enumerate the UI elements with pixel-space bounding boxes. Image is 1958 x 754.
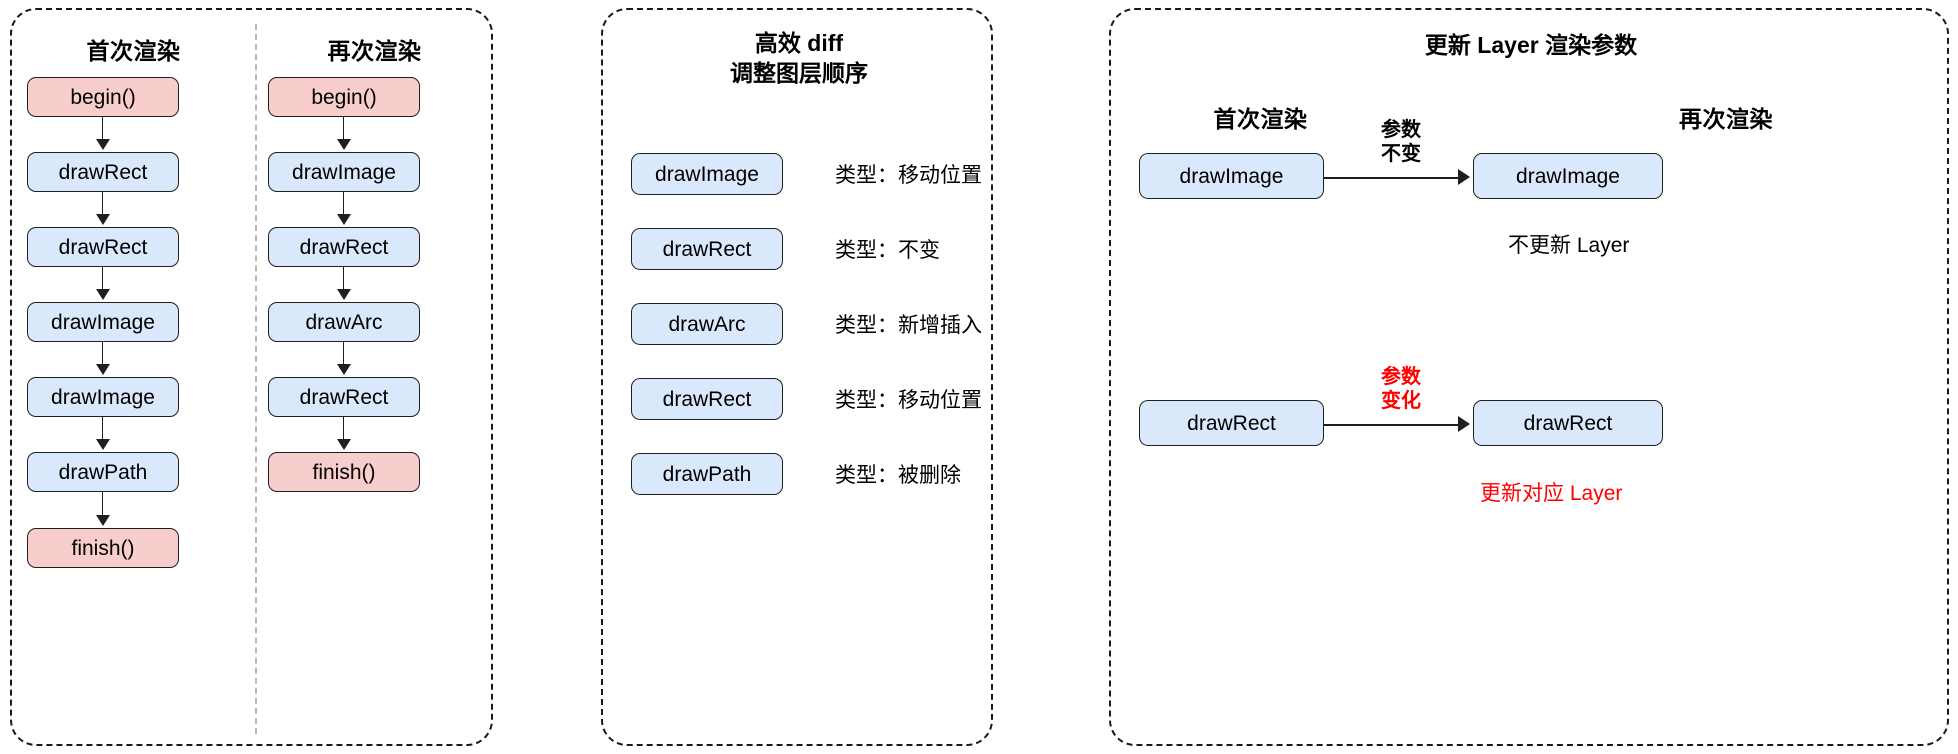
connector-arrowhead bbox=[337, 364, 351, 375]
diff-node-drawpath[interactable]: drawPath bbox=[631, 453, 783, 495]
connector-arrowhead bbox=[96, 214, 110, 225]
pair1-connector-line bbox=[1324, 177, 1460, 179]
connector-arrowhead bbox=[337, 289, 351, 300]
node-first-drawpath[interactable]: drawPath bbox=[27, 452, 179, 492]
pair2-right-node[interactable]: drawRect bbox=[1473, 400, 1663, 446]
panel-mid-title-line2: 调整图层顺序 bbox=[730, 60, 868, 87]
pair2-connector-arrowhead bbox=[1458, 416, 1470, 432]
panel-right-title: 更新 Layer 渲染参数 bbox=[1424, 32, 1638, 58]
connector-arrowhead bbox=[96, 439, 110, 450]
connector-line bbox=[343, 417, 344, 441]
node-first-drawrect-2[interactable]: drawRect bbox=[27, 227, 179, 267]
node-first-drawimage-2[interactable]: drawImage bbox=[27, 377, 179, 417]
pair1-edge-label-line1: 参数 bbox=[1381, 119, 1421, 141]
panel-update-layer-params: 更新 Layer 渲染参数 首次渲染 再次渲染 drawImage 参数 不变 … bbox=[1109, 8, 1949, 746]
diff-node-drawrect-1[interactable]: drawRect bbox=[631, 228, 783, 270]
diff-node-drawimage[interactable]: drawImage bbox=[631, 153, 783, 195]
panel-mid-title: 高效 diff 调整图层顺序 bbox=[603, 28, 995, 89]
diff-type-drawpath: 类型：被删除 bbox=[835, 464, 961, 487]
pair1-note: 不更新 Layer bbox=[1508, 234, 1630, 257]
connector-line bbox=[343, 192, 344, 216]
connector-arrowhead bbox=[96, 289, 110, 300]
pair1-edge-label: 参数 不变 bbox=[1361, 118, 1441, 167]
diff-type-drawarc: 类型：新增插入 bbox=[835, 314, 982, 337]
connector-arrowhead bbox=[337, 214, 351, 225]
diff-type-drawimage: 类型：移动位置 bbox=[835, 164, 982, 187]
pair1-connector-arrowhead bbox=[1458, 169, 1470, 185]
connector-line bbox=[102, 417, 103, 441]
connector-line bbox=[102, 342, 103, 366]
connector-arrowhead bbox=[96, 515, 110, 526]
right-column-title-first-render: 首次渲染 bbox=[1213, 106, 1308, 132]
connector-line bbox=[102, 192, 103, 216]
node-second-drawrect-1[interactable]: drawRect bbox=[268, 227, 420, 267]
connector-arrowhead bbox=[96, 139, 110, 150]
pair1-right-node[interactable]: drawImage bbox=[1473, 153, 1663, 199]
connector-line bbox=[343, 342, 344, 366]
pair2-edge-label-line1: 参数 bbox=[1381, 366, 1421, 388]
connector-line bbox=[102, 117, 103, 141]
pair2-left-node[interactable]: drawRect bbox=[1139, 400, 1324, 446]
diff-node-drawrect-2[interactable]: drawRect bbox=[631, 378, 783, 420]
node-second-drawimage[interactable]: drawImage bbox=[268, 152, 420, 192]
panel-render-sequences: 首次渲染 再次渲染 begin() drawRect drawRect draw… bbox=[10, 8, 493, 746]
pair2-note: 更新对应 Layer bbox=[1480, 482, 1623, 505]
node-first-drawimage-1[interactable]: drawImage bbox=[27, 302, 179, 342]
diff-type-drawrect-1: 类型：不变 bbox=[835, 239, 940, 262]
connector-line bbox=[343, 267, 344, 291]
column-title-first-render: 首次渲染 bbox=[86, 38, 181, 64]
pair2-edge-label: 参数 变化 bbox=[1361, 365, 1441, 414]
panel-mid-title-line1: 高效 diff bbox=[754, 30, 844, 56]
node-first-finish[interactable]: finish() bbox=[27, 528, 179, 568]
node-first-begin[interactable]: begin() bbox=[27, 77, 179, 117]
node-first-drawrect-1[interactable]: drawRect bbox=[27, 152, 179, 192]
column-title-second-render: 再次渲染 bbox=[327, 38, 422, 64]
connector-line bbox=[102, 492, 103, 517]
pair2-edge-label-line2: 变化 bbox=[1381, 390, 1421, 413]
right-column-title-second-render: 再次渲染 bbox=[1679, 106, 1773, 132]
diff-node-drawarc[interactable]: drawArc bbox=[631, 303, 783, 345]
node-second-drawarc[interactable]: drawArc bbox=[268, 302, 420, 342]
pair2-connector-line bbox=[1324, 424, 1460, 426]
pair1-edge-label-line2: 不变 bbox=[1381, 143, 1421, 166]
diff-type-drawrect-2: 类型：移动位置 bbox=[835, 389, 982, 412]
connector-arrowhead bbox=[96, 364, 110, 375]
node-second-drawrect-2[interactable]: drawRect bbox=[268, 377, 420, 417]
panel-left-divider bbox=[255, 24, 257, 734]
node-second-begin[interactable]: begin() bbox=[268, 77, 420, 117]
connector-arrowhead bbox=[337, 439, 351, 450]
connector-line bbox=[102, 267, 103, 291]
panel-efficient-diff: 高效 diff 调整图层顺序 drawImage 类型：移动位置 drawRec… bbox=[601, 8, 993, 746]
node-second-finish[interactable]: finish() bbox=[268, 452, 420, 492]
pair1-left-node[interactable]: drawImage bbox=[1139, 153, 1324, 199]
connector-line bbox=[343, 117, 344, 141]
connector-arrowhead bbox=[337, 139, 351, 150]
